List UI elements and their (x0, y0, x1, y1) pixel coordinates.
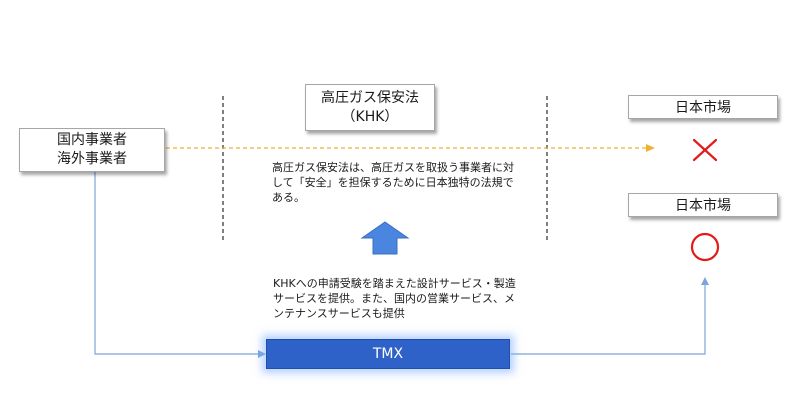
tmx-route-line (94, 172, 264, 355)
khk-description: 高圧ガス保安法は、高圧ガスを取扱う事業者に対して「安全」を担保するために日本独特… (272, 161, 514, 204)
japan-market-box-top: 日本市場 (628, 95, 778, 119)
operators-box: 国内事業者 海外事業者 (19, 128, 165, 172)
japan-market-box-bottom: 日本市場 (628, 193, 778, 217)
tmx-route-line-out (511, 283, 706, 355)
japan-market-label-top: 日本市場 (675, 100, 731, 116)
khk-law-label: 高圧ガス保安法 (321, 89, 419, 106)
operators-overseas-label: 海外事業者 (57, 151, 127, 167)
tmx-box: TMX (266, 339, 510, 369)
tmx-route-arrowhead-out (701, 277, 709, 285)
up-arrow-icon (360, 221, 410, 255)
japan-market-label-bottom: 日本市場 (675, 198, 731, 214)
khk-abbrev-label: （KHK） (341, 108, 399, 125)
cross-icon (692, 138, 718, 162)
circle-icon (690, 232, 720, 262)
tmx-route-arrowhead-in (258, 350, 266, 358)
tmx-description: KHKへの申請受験を踏まえた設計サービス・製造サービスを提供。また、国内の営業サ… (273, 277, 516, 320)
direct-route-arrowhead (646, 144, 655, 152)
tmx-label: TMX (372, 346, 404, 362)
operators-domestic-label: 国内事業者 (57, 132, 127, 148)
khk-box: 高圧ガス保安法 （KHK） (305, 84, 435, 131)
